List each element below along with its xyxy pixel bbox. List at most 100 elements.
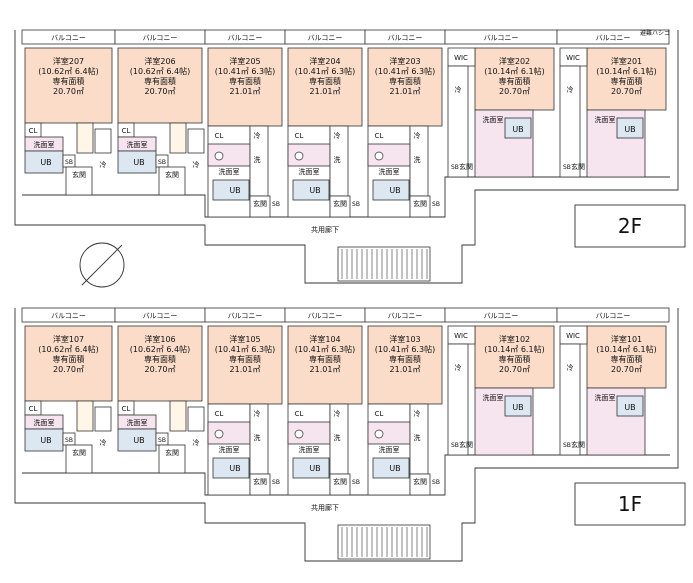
fridge-label: 冷 [254,131,261,140]
room-size: (10.41㎡ 6.3帖) [215,344,275,354]
closet-label: CL [122,127,131,135]
washer-label: 洗 [334,155,341,164]
room-name: 洋室107 [53,334,84,344]
staircase-box [337,524,431,560]
entrance-label: 玄関 [571,162,585,171]
unit-bath [504,395,532,417]
area-title: 専有面積 [499,354,531,364]
washer-label: 洗 [254,433,261,442]
unit-bath-label: UB [133,158,144,167]
unit-bath-label: UB [40,436,51,445]
washer-label: 洗 [414,155,421,164]
washroom [287,421,331,445]
entrance [249,473,271,496]
room-name: 洋室206 [144,56,175,66]
unit-7: バルコニーAC洋室201(10.14㎡ 6.1帖)専有面積20.70㎡WIC冷洗… [556,29,670,178]
room-size: (10.41㎡ 6.3帖) [295,66,355,76]
room-area: 20.70㎡ [145,87,176,96]
unit-6: バルコニーAC洋室102(10.14㎡ 6.1帖)専有面積20.70㎡WIC冷洗… [444,307,558,456]
area-title: 専有面積 [229,76,261,86]
kitchen [187,128,205,154]
closet-label: CL [295,410,304,418]
unit-bath [292,457,330,479]
room-size: (10.62㎡ 6.4帖) [130,66,190,76]
floor-label-box [574,482,686,526]
washroom-label: 洗面室 [483,393,504,402]
room-area: 20.70㎡ [145,365,176,374]
toilet-icon [214,151,224,161]
balcony-label: バルコニー [228,312,263,320]
washroom [367,421,411,445]
closet-label: CL [122,405,131,413]
room-size: (10.41㎡ 6.3帖) [375,66,435,76]
toilet-icon [294,429,304,439]
shoe-box-label: SB [352,479,360,486]
balcony-label: バルコニー [388,34,423,42]
unit-1: バルコニーAC洋室207(10.62㎡ 6.4帖)専有面積20.70㎡CL洗面室… [21,29,116,196]
corridor-label: 共用廊下 [311,503,339,512]
washroom-label: 洗面室 [34,140,55,149]
area-title: 専有面積 [389,76,421,86]
unit-5: バルコニーAC洋室203(10.41㎡ 6.3帖)専有面積21.01㎡CL洗面室… [364,29,446,218]
fridge-label: 冷 [334,131,341,140]
shoe-box-label: SB [563,442,571,449]
unit-bath-label: UB [512,403,523,412]
fridge-label: 冷 [567,363,574,372]
fridge-label: 冷 [193,160,200,169]
entrance-label: 玄関 [413,199,427,208]
unit-2: バルコニーAC洋室106(10.62㎡ 6.4帖)専有面積20.70㎡CL洗面室… [114,307,206,474]
room [117,325,203,402]
washroom [367,143,411,167]
washer-label: 洗 [254,155,261,164]
unit-4: バルコニーAC洋室204(10.41㎡ 6.3帖)専有面積21.01㎡CL洗面室… [284,29,366,218]
balcony-label: バルコニー [596,312,631,320]
room [117,47,203,124]
unit-6: バルコニーAC洋室202(10.14㎡ 6.1帖)専有面積20.70㎡WIC冷洗… [444,29,558,178]
room [24,47,113,124]
area-title: 専有面積 [499,76,531,86]
floor-label-text: 1F [618,492,642,516]
room-size: (10.41㎡ 6.3帖) [375,344,435,354]
room-size: (10.62㎡ 6.4帖) [38,66,98,76]
counter [169,122,187,154]
washroom-label: 洗面室 [595,115,616,124]
washroom [586,109,646,178]
washroom-label: 洗面室 [483,115,504,124]
room-size: (10.14㎡ 6.1帖) [484,66,544,76]
floor-label-text: 2F [618,214,642,238]
wet-zone [367,125,411,218]
fridge-label: 冷 [100,160,107,169]
washroom-label: 洗面室 [379,445,400,454]
shoe-box-label: SB [451,164,459,171]
floor-label: 2F [574,204,686,248]
balcony-label: バルコニー [484,34,519,42]
shoe-box-label: SB [158,159,166,166]
room-area: 21.01㎡ [230,365,261,374]
room-name: 洋室205 [229,56,260,66]
shoe-box-label: SB [352,201,360,208]
shoe-box-label: SB [432,201,440,208]
shoe-box-label: SB [158,437,166,444]
entrance [329,195,351,218]
closet-label: CL [215,132,224,140]
balcony [556,29,670,45]
room [586,325,667,389]
room-name: 洋室202 [499,56,530,66]
room-name: 洋室207 [53,56,84,66]
unit-bath [372,457,410,479]
unit-bath-label: UB [133,436,144,445]
washer-label: 洗 [334,433,341,442]
unit-bath [504,117,532,139]
room-area: 20.70㎡ [53,87,84,96]
floor-2f: 共用廊下バルコニーAC洋室207(10.62㎡ 6.4帖)専有面積20.70㎡C… [14,29,686,288]
balcony-label: バルコニー [596,34,631,42]
kitchen [559,65,581,178]
kitchen [94,128,112,154]
entrance [65,444,93,474]
entrance [409,473,431,496]
washroom-label: 洗面室 [127,140,148,149]
unit-1: バルコニーAC洋室107(10.62㎡ 6.4帖)専有面積20.70㎡CL洗面室… [21,307,116,474]
room-name: 洋室103 [389,334,420,344]
washroom-label: 洗面室 [595,393,616,402]
fridge-label: 冷 [455,85,462,94]
